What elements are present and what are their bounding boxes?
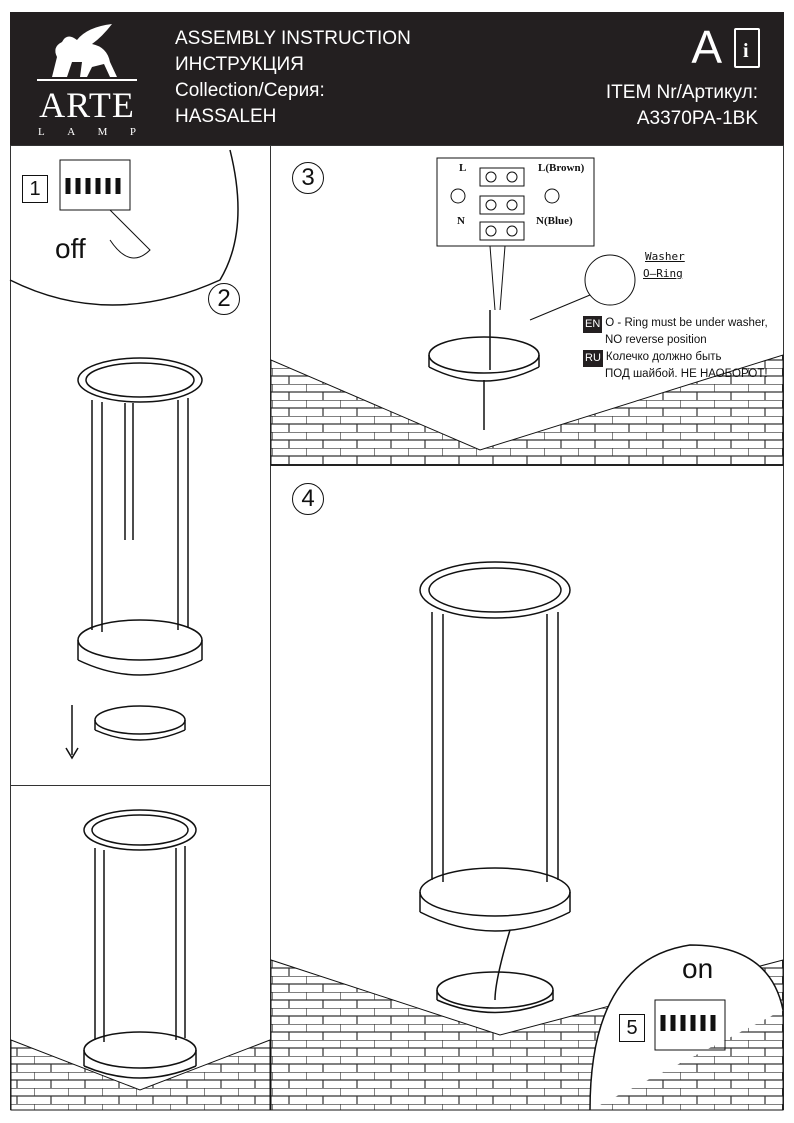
step-4-number: 4 bbox=[292, 483, 324, 515]
header-titles: ASSEMBLY INSTRUCTION ИНСТРУКЦИЯ Collecti… bbox=[175, 26, 411, 130]
step-3-number: 3 bbox=[292, 162, 324, 194]
step1-callout-circle bbox=[9, 149, 239, 306]
winged-lion-icon bbox=[37, 24, 137, 81]
collection-value: HASSALEH bbox=[175, 106, 277, 127]
terminal-l-label: L bbox=[459, 162, 467, 174]
step-5-number: 5 bbox=[619, 1014, 645, 1042]
lamp-body-step2 bbox=[65, 357, 203, 760]
class-letter: A bbox=[691, 21, 722, 73]
lamp-body-assembled bbox=[83, 809, 197, 1079]
oring-label: O—Ring bbox=[643, 267, 683, 280]
washer-label: Washer bbox=[645, 250, 685, 263]
brick-wall-step3 bbox=[270, 354, 784, 466]
title-ru: ИНСТРУКЦИЯ bbox=[175, 54, 304, 75]
ground-symbol-icon bbox=[450, 188, 466, 204]
brick-wall-assembled bbox=[10, 1039, 271, 1111]
lamp-body-step4 bbox=[419, 561, 571, 1014]
breaker-switch-icon bbox=[59, 159, 151, 259]
collection-label: Collection/Серия: bbox=[175, 80, 325, 101]
terminal-l-wire-label: L(Brown) bbox=[538, 162, 585, 174]
breaker-switch-on-icon bbox=[654, 999, 726, 1051]
step5-callout-circle bbox=[589, 944, 784, 1111]
terminal-n-label: N bbox=[457, 215, 465, 227]
step-1-number: 1 bbox=[22, 175, 48, 203]
terminal-block-icon bbox=[450, 167, 560, 241]
info-book-icon: i bbox=[734, 28, 760, 68]
ru-tag: RU bbox=[583, 350, 603, 367]
title-en: ASSEMBLY INSTRUCTION bbox=[175, 28, 411, 49]
en-tag: EN bbox=[583, 316, 603, 333]
washer-detail-circle bbox=[584, 254, 636, 306]
step-5-on-label: on bbox=[682, 953, 714, 984]
item-info: ITEM Nr/Артикул: A3370PA-1BK bbox=[606, 80, 758, 132]
step-1-off-label: off bbox=[55, 233, 86, 264]
item-label: ITEM Nr/Артикул: bbox=[605, 82, 758, 103]
item-value: A3370PA-1BK bbox=[636, 108, 758, 129]
base-plate-step3 bbox=[428, 310, 540, 430]
step-2-number: 2 bbox=[208, 283, 240, 315]
terminal-n-wire-label: N(Blue) bbox=[536, 215, 573, 227]
